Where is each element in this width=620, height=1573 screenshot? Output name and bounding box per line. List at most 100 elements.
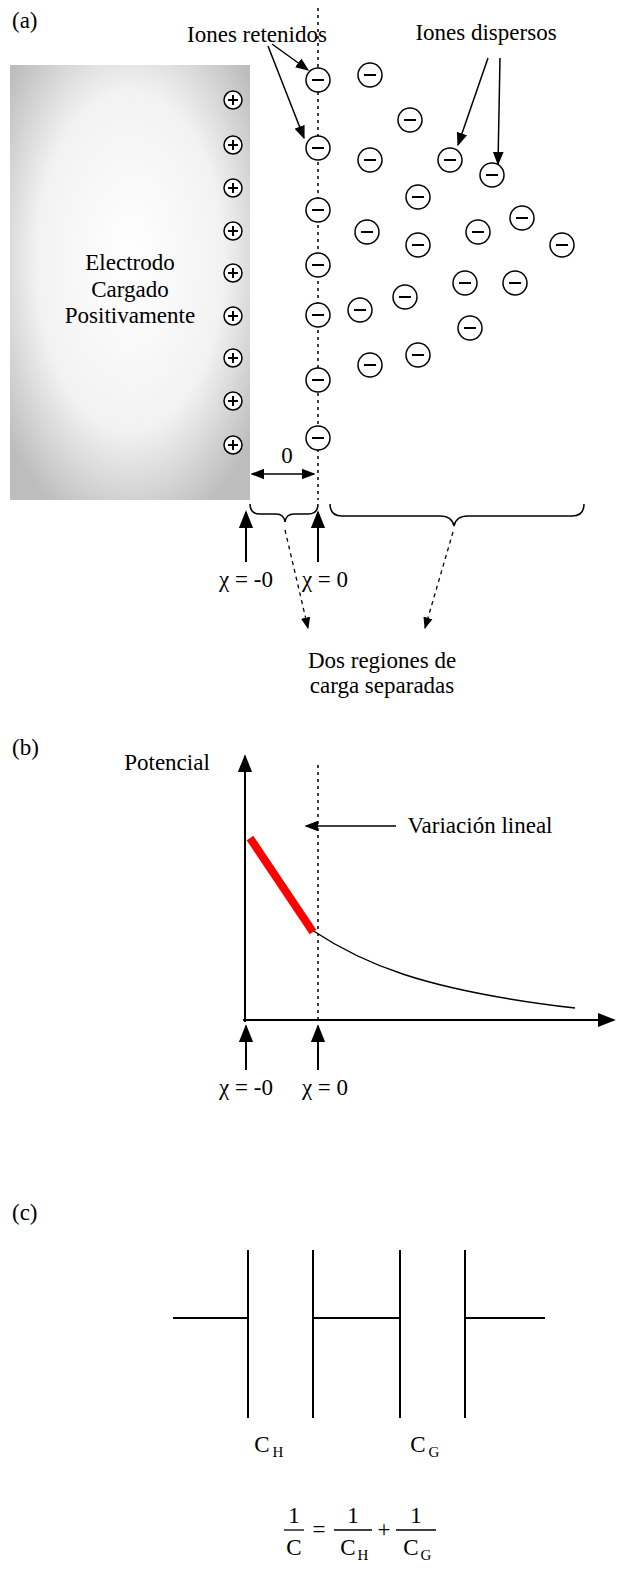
positive-charge — [224, 307, 242, 325]
negative-ion — [306, 253, 330, 277]
brace — [330, 504, 584, 526]
position-arrow — [317, 512, 319, 562]
dashed-arrow — [425, 532, 453, 628]
sign-stroke — [232, 226, 234, 236]
sign-stroke — [232, 95, 234, 105]
capacitor-symbols — [173, 1250, 545, 1418]
negative-ion — [306, 198, 330, 222]
callout-label: Iones dispersos — [415, 20, 556, 45]
panel-label: (b) — [12, 735, 39, 760]
formula-operator: = — [313, 1517, 326, 1542]
negative-ion — [453, 271, 477, 295]
negative-ion — [438, 148, 462, 172]
formula-term: C — [403, 1535, 418, 1560]
position-label: χ = 0 — [302, 1075, 348, 1100]
callout-label: Iones retenidos — [187, 22, 327, 47]
electrode-label: Electrodo Cargado Positivamente — [55, 250, 205, 329]
sign-stroke — [516, 217, 528, 219]
sign-stroke — [459, 282, 471, 284]
negative-ion — [306, 136, 330, 160]
position-arrow — [245, 1026, 247, 1070]
sign-stroke — [312, 314, 324, 316]
sign-stroke — [556, 244, 568, 246]
subscript: H — [358, 1547, 369, 1564]
negative-ion — [480, 163, 504, 187]
position-arrow — [245, 512, 247, 562]
positive-charge — [224, 91, 242, 109]
sign-stroke — [361, 231, 373, 233]
sign-stroke — [444, 159, 456, 161]
capacitor-label: C — [410, 1432, 425, 1457]
sign-stroke — [312, 379, 324, 381]
positive-charge — [224, 222, 242, 240]
position-label: χ = -0 — [219, 567, 273, 592]
subscript: G — [429, 1444, 440, 1461]
sign-stroke — [312, 147, 324, 149]
sign-stroke — [404, 119, 416, 121]
negative-ion — [358, 353, 382, 377]
negative-ion — [306, 68, 330, 92]
formula-term: C — [340, 1535, 355, 1560]
sign-stroke — [364, 159, 376, 161]
distance-label: 0 — [281, 443, 293, 468]
fraction-bars — [284, 1529, 436, 1530]
panel-label: (a) — [12, 8, 38, 33]
sign-stroke — [354, 309, 366, 311]
formula-term: 1 — [288, 1503, 300, 1528]
sign-stroke — [312, 79, 324, 81]
x-axis — [243, 1019, 614, 1021]
formula-term: 1 — [410, 1503, 422, 1528]
leader-arrow — [272, 44, 308, 70]
negative-ion — [510, 206, 534, 230]
leader-arrow — [458, 58, 488, 145]
position-label: χ = -0 — [219, 1075, 273, 1100]
linear-segment — [250, 838, 313, 932]
negative-ion — [306, 368, 330, 392]
y-axis — [244, 756, 246, 1022]
negative-ion — [503, 271, 527, 295]
negative-ion — [406, 233, 430, 257]
sign-stroke — [486, 174, 498, 176]
negative-ion — [550, 233, 574, 257]
formula-term: C — [286, 1535, 301, 1560]
panel-label: (c) — [12, 1200, 38, 1225]
sign-stroke — [232, 183, 234, 193]
potential-curve — [312, 930, 575, 1008]
sign-stroke — [472, 231, 484, 233]
negative-ion — [306, 426, 330, 450]
sign-stroke — [412, 196, 424, 198]
negative-ion — [458, 316, 482, 340]
sign-stroke — [312, 437, 324, 439]
sign-stroke — [412, 354, 424, 356]
positive-charge — [224, 179, 242, 197]
callout-label: Variación lineal — [408, 813, 553, 838]
negative-ion — [406, 185, 430, 209]
sign-stroke — [464, 327, 476, 329]
sign-stroke — [412, 244, 424, 246]
sign-stroke — [364, 364, 376, 366]
negative-ion — [358, 63, 382, 87]
leader-arrow — [306, 825, 396, 827]
negative-ion — [348, 298, 372, 322]
sign-stroke — [399, 296, 411, 298]
position-arrow — [317, 1026, 319, 1070]
electrode-body — [10, 65, 250, 500]
positive-charge — [224, 136, 242, 154]
axis-label: Potencial — [124, 750, 210, 775]
positive-charge — [224, 392, 242, 410]
sign-stroke — [232, 268, 234, 278]
sign-stroke — [232, 440, 234, 450]
sign-stroke — [232, 353, 234, 363]
sign-stroke — [232, 396, 234, 406]
sign-stroke — [509, 282, 521, 284]
negative-ion — [398, 108, 422, 132]
negative-ion — [306, 303, 330, 327]
plane-line — [317, 765, 319, 1020]
subscript: H — [273, 1444, 284, 1461]
sign-stroke — [312, 264, 324, 266]
leader-arrow — [268, 46, 304, 138]
sign-stroke — [312, 209, 324, 211]
formula-term: 1 — [347, 1503, 359, 1528]
